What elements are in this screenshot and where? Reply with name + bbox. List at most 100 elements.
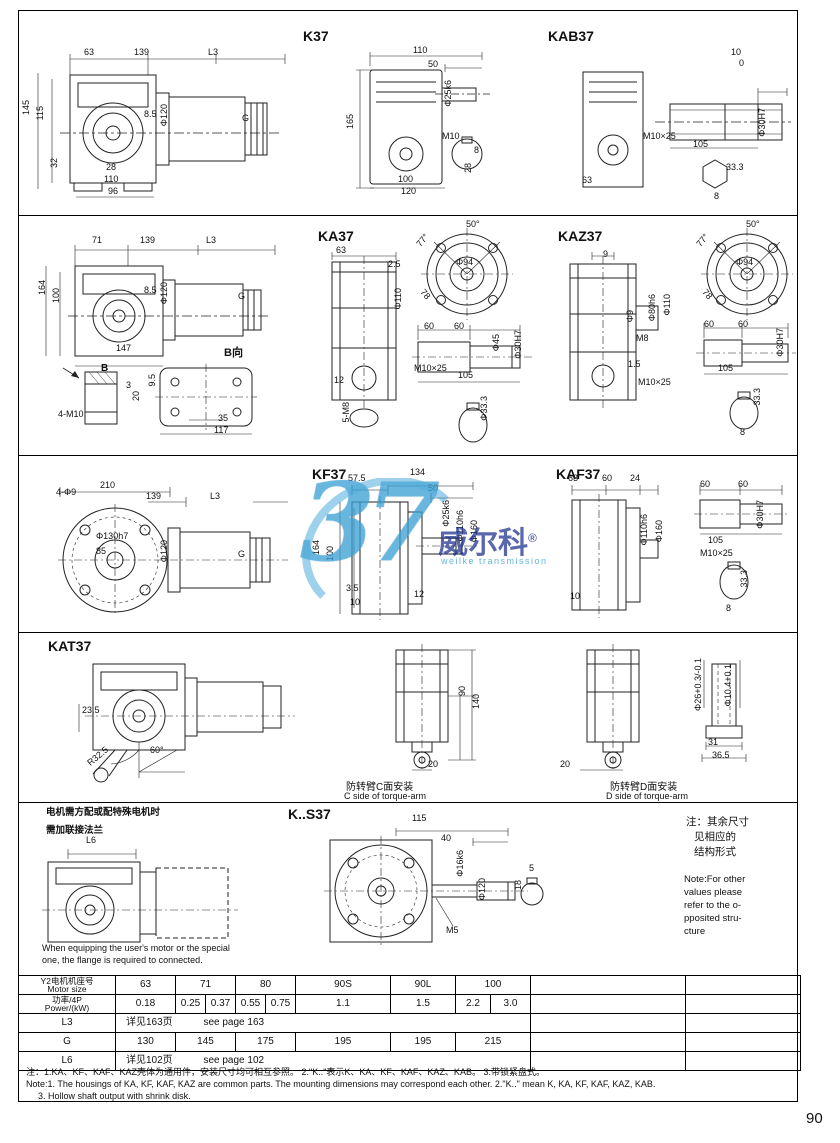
dim-label: 8 <box>740 427 746 437</box>
table-row-motor: Y2电机机座号 Motor size 63 71 80 90S 90L 100 <box>18 975 801 995</box>
row-divider <box>18 802 798 803</box>
dim-label: 60 <box>454 321 465 331</box>
page-frame <box>18 10 798 1102</box>
c-arm-caption-en: C side of torque-arm <box>344 791 427 801</box>
dim-label: 100 <box>51 288 61 304</box>
dim-label: 2.5 <box>388 259 401 269</box>
table-cell-empty <box>685 994 801 1014</box>
k37-front-drawing <box>356 52 490 189</box>
k37-title: K37 <box>303 28 329 44</box>
kaf37-shaft-drawing <box>694 485 790 600</box>
row-divider <box>18 215 798 216</box>
dim-label: Φ160 <box>654 520 664 543</box>
b-view-label: B向 <box>224 347 243 359</box>
dim-label: 85 <box>96 546 107 556</box>
l6-value-zh: 详见102页 <box>126 1055 173 1066</box>
dim-label: 90 <box>457 686 467 697</box>
ka37-bore-section-drawing <box>458 402 488 443</box>
table-cell: 195 <box>390 1032 456 1052</box>
c-arm-caption-zh: 防转臂C面安装 <box>346 782 414 793</box>
dim-label: Φ130h7 <box>96 531 129 541</box>
dim-label: M10×25 <box>643 131 676 141</box>
dim-label: G <box>238 549 246 559</box>
table-cell-empty <box>685 1013 801 1033</box>
dim-label: 71 <box>92 235 103 245</box>
kat37-d-arm-drawing <box>580 644 640 772</box>
dim-label: Φ16k6 <box>455 850 465 877</box>
ka37-shaft-drawing <box>412 325 534 383</box>
table-cell: 71 <box>175 975 236 995</box>
dim-label: 115 <box>412 813 427 823</box>
dim-label: 0 <box>739 58 745 68</box>
dim-label: 139 <box>140 235 156 245</box>
dim-label: M8 <box>636 333 649 343</box>
dim-label: 20 <box>560 759 571 769</box>
dim-label: 63 <box>568 473 579 483</box>
dim-label: 1.5 <box>628 359 641 369</box>
ka37-front-drawing <box>331 252 397 428</box>
table-row-power: 功率/4P Power/(kW) 0.18 0.25 0.37 0.55 0.7… <box>18 994 801 1014</box>
dim-label: 33.3 <box>739 570 749 588</box>
dim-label: Φ9 <box>625 310 635 323</box>
table-row-l6: L6 详见102页 see page 102 <box>18 1051 801 1071</box>
dim-label: 10 <box>350 597 361 607</box>
table-cell: 0.75 <box>265 994 296 1014</box>
dim-label: L3 <box>210 491 221 501</box>
table-cell: 详见163页 see page 163 <box>115 1013 531 1033</box>
dim-label: 105 <box>693 139 709 149</box>
dim-label: Φ120 <box>477 878 487 901</box>
dim-label: 100 <box>398 174 414 184</box>
dim-label: 210 <box>100 480 116 490</box>
dim-label: 57.5 <box>348 473 366 483</box>
dim-label: L6 <box>86 835 97 845</box>
dim-label: M10 <box>442 131 460 141</box>
dim-label: 115 <box>35 106 45 121</box>
b-arrow-label: B <box>101 363 109 374</box>
dim-label: 60 <box>738 479 749 489</box>
table-cell: 90S <box>295 975 391 995</box>
kat37-side-drawing <box>78 663 295 783</box>
ks37-title: K..S37 <box>288 806 331 822</box>
row-divider <box>18 632 798 633</box>
dim-label: 23.5 <box>82 705 100 715</box>
kat37-bush-drawing <box>701 660 747 762</box>
dim-label: Φ110h6 <box>455 510 465 542</box>
dim-label: Φ25k6 <box>441 500 451 527</box>
dim-label: 60 <box>738 319 749 329</box>
dim-label: 60 <box>704 319 715 329</box>
dim-label: 10 <box>570 591 581 601</box>
dim-label: 105 <box>718 363 734 373</box>
d-arm-caption-zh: 防转臂D面安装 <box>610 782 678 793</box>
table-cell: 195 <box>295 1032 391 1052</box>
kaz37-bore-section-drawing <box>729 391 759 430</box>
dim-label: 32 <box>49 158 59 169</box>
dim-label: 60 <box>424 321 435 331</box>
kf37-side-drawing <box>58 487 288 616</box>
table-label-l3: L3 <box>18 1013 116 1033</box>
kaz37-front-drawing <box>569 252 659 408</box>
dim-label: 9 <box>603 249 609 259</box>
dim-label: 10 <box>731 47 742 57</box>
dim-label: 110 <box>413 45 428 55</box>
table-cell: 80 <box>235 975 296 995</box>
ka37-flange-drawing <box>421 228 513 320</box>
kab37-drawing <box>582 71 791 189</box>
side-note-zh-1: 注：其余尺寸 <box>686 816 749 828</box>
dim-label: Φ120 <box>159 282 169 305</box>
table-cell-empty <box>530 975 686 995</box>
table-cell-empty <box>530 1013 686 1033</box>
dim-label: 28 <box>106 162 117 172</box>
dim-label: M10×25 <box>700 548 733 558</box>
dim-label: 24 <box>630 473 641 483</box>
kaf37-front-drawing <box>571 485 659 618</box>
table-cell: 90L <box>390 975 456 995</box>
side-note-zh-3: 结构形式 <box>694 846 736 858</box>
motor-label-zh: Y2电机机座号 <box>40 975 94 986</box>
dim-label: L3 <box>208 47 219 57</box>
dim-label: M5 <box>446 925 459 935</box>
dim-label: 9.5 <box>147 374 157 387</box>
side-note-en-1: Note:For other <box>684 874 746 885</box>
dim-label: 5 <box>529 863 535 873</box>
dim-label: 40 <box>441 833 452 843</box>
